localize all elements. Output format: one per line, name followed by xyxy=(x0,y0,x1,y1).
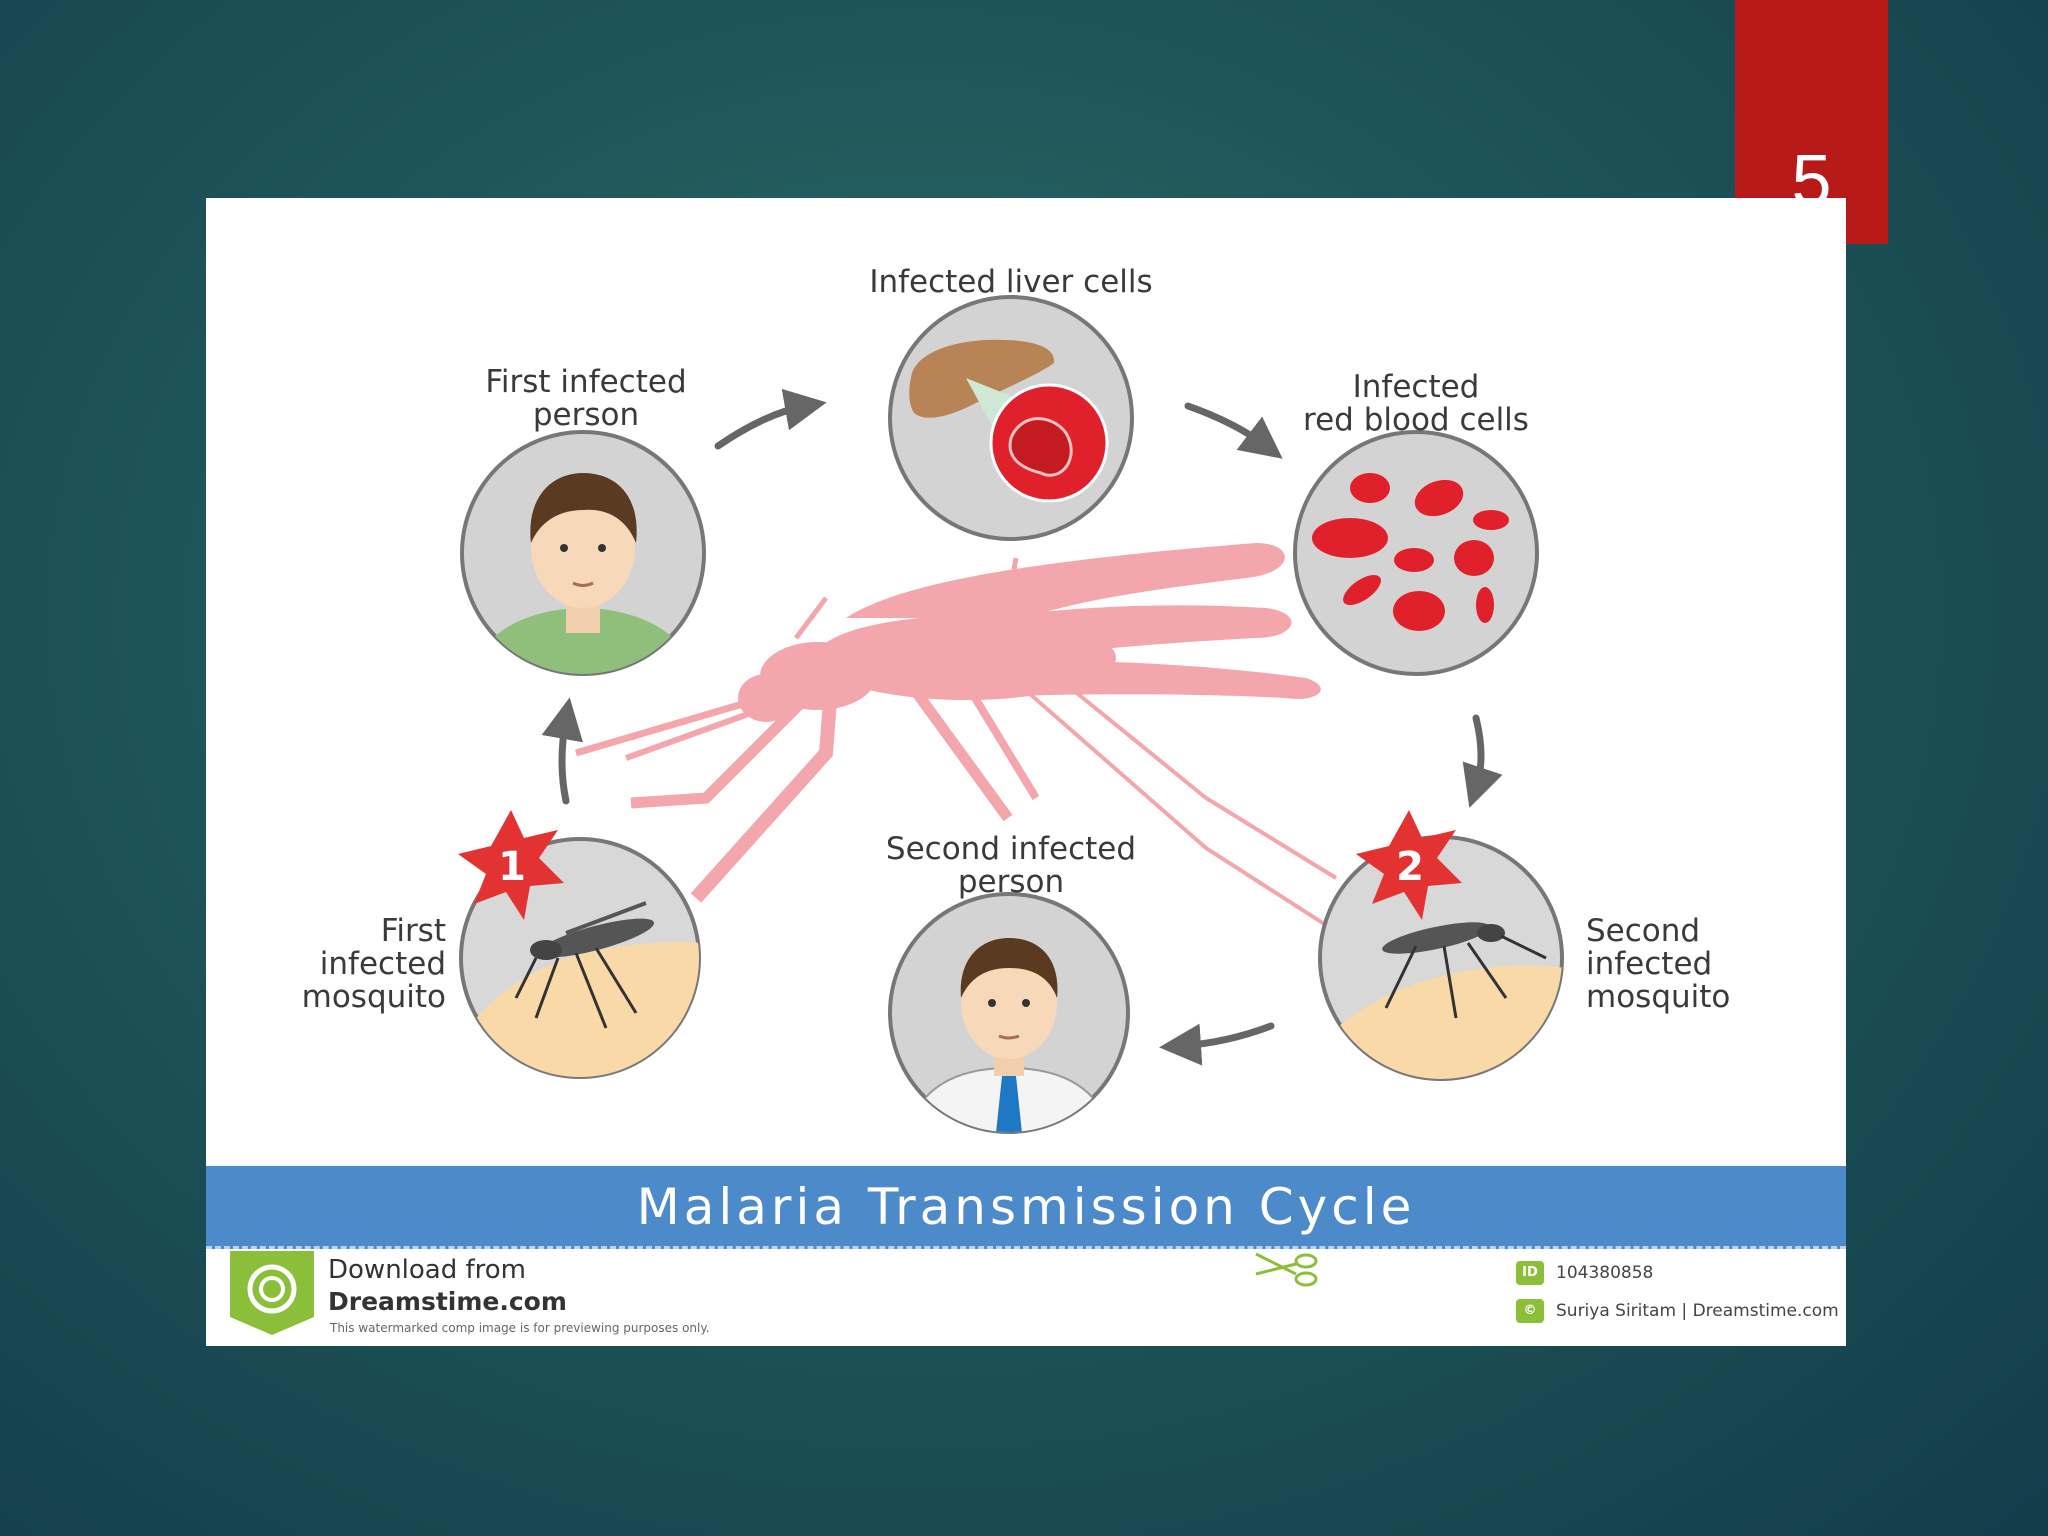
scissors-icon xyxy=(1255,1252,1318,1287)
title-band: Malaria Transmission Cycle xyxy=(206,1166,1846,1249)
arrow-liver-to-blood xyxy=(1184,402,1283,459)
cycle-arrows xyxy=(541,388,1503,1066)
liver-cells-illustration xyxy=(888,295,1134,541)
arrow-blood-to-mosquito xyxy=(1462,714,1503,808)
dreamstime-site-text: Dreamstime.com xyxy=(328,1287,567,1316)
first-infected-person-illustration xyxy=(460,430,706,676)
label-second-infected-person: Second infected person xyxy=(885,831,1137,900)
red-blood-cells-illustration xyxy=(1293,430,1539,676)
dreamstime-logo-icon xyxy=(230,1251,314,1335)
mosquito-silhouette xyxy=(575,543,1348,940)
footer-watermark: Download from Dreamstime.com This waterm… xyxy=(206,1249,1846,1346)
arrow-mosquito-to-first-person xyxy=(541,697,584,805)
label-infected-liver-cells: Infected liver cells xyxy=(869,264,1153,300)
second-infected-person-illustration xyxy=(888,892,1130,1134)
label-infected-red-blood-cells: Infected red blood cells xyxy=(1303,369,1529,438)
label-second-infected-mosquito: Second infected mosquito xyxy=(1586,913,1731,1015)
badge-2-number: 2 xyxy=(1396,844,1424,890)
malaria-cycle-figure: 1 2 Infected liver cells First infected … xyxy=(206,198,1846,1346)
label-first-infected-mosquito: First infected mosquito xyxy=(301,913,446,1015)
badge-2-star: 2 xyxy=(1356,810,1462,920)
credit-text: Suriya Siritam | Dreamstime.com xyxy=(1556,1301,1839,1321)
image-id: 104380858 xyxy=(1556,1263,1654,1283)
download-from-text: Download from xyxy=(328,1255,527,1285)
badge-1-number: 1 xyxy=(498,844,526,890)
badge-1-star: 1 xyxy=(458,810,564,920)
arrow-person-to-liver xyxy=(714,388,827,450)
watermark-note: This watermarked comp image is for previ… xyxy=(330,1321,710,1335)
arrow-mosquito-to-person xyxy=(1159,1022,1275,1066)
copyright-badge-icon: © xyxy=(1516,1299,1544,1323)
diagram-title: Malaria Transmission Cycle xyxy=(636,1178,1416,1236)
id-badge-icon: ID xyxy=(1516,1261,1544,1285)
diagram-artwork: 1 2 xyxy=(458,295,1564,1134)
label-first-infected-person: First infected person xyxy=(485,364,687,433)
